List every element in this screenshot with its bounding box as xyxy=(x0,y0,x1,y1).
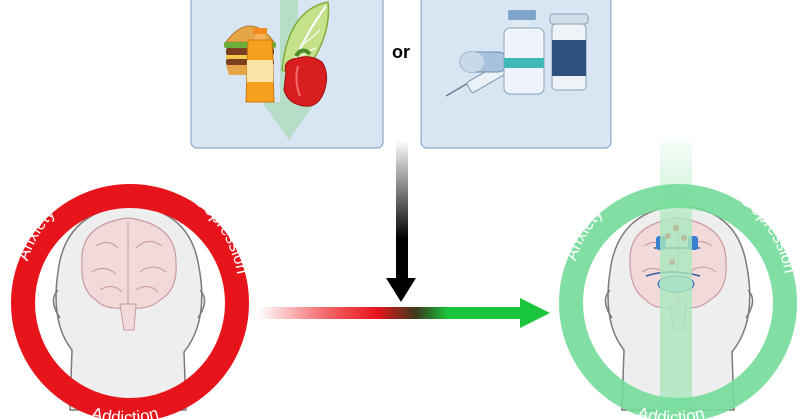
left-head xyxy=(52,204,206,411)
down-arrow xyxy=(386,140,416,302)
left-ring-addiction-label: Addiction xyxy=(89,404,160,419)
medicine-bottle-icon xyxy=(549,13,589,91)
vial-icon xyxy=(503,10,545,95)
pepper-icon xyxy=(283,48,328,107)
food-panel xyxy=(190,0,384,149)
medication-panel xyxy=(420,0,612,149)
green-beam xyxy=(660,142,692,419)
juice-bottle-icon xyxy=(245,28,275,103)
right-symptom-ring xyxy=(559,184,797,419)
or-label: or xyxy=(392,42,410,62)
left-symptom-ring xyxy=(11,184,249,419)
pill-icon xyxy=(459,51,509,73)
left-brain-icon xyxy=(81,217,177,331)
transition-arrow xyxy=(258,298,550,328)
right-ring-addiction-label: Addiction xyxy=(635,404,706,419)
